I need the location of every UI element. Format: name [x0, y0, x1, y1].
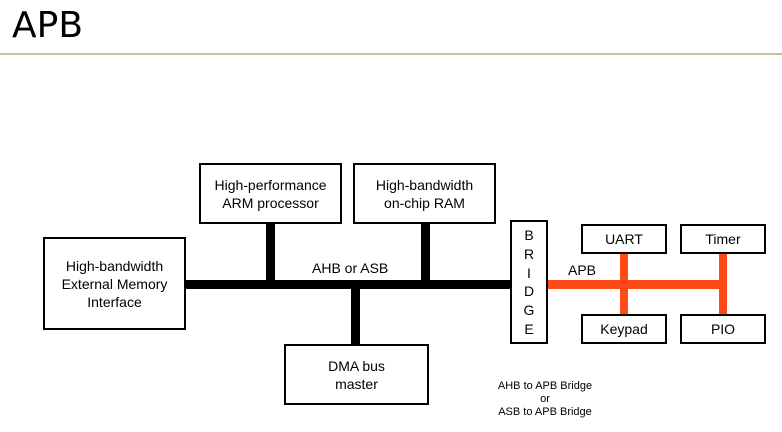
- bridge-letter: G: [523, 301, 535, 318]
- title-divider: [0, 53, 782, 55]
- ahb-bus-label: AHB or ASB: [312, 260, 389, 276]
- dma-connector: [351, 287, 360, 345]
- ahb-bus-line: [186, 280, 512, 289]
- bridge-letter: I: [527, 264, 531, 281]
- bridge-note: AHB to APB Bridge or ASB to APB Bridge: [497, 380, 593, 418]
- apb-bus-line: [546, 280, 726, 289]
- onchip-ram-box: High-bandwidth on-chip RAM: [353, 163, 496, 224]
- bridge-letter: R: [523, 245, 535, 262]
- bridge-letter: D: [523, 283, 535, 300]
- bridge-box: B R I D G E: [510, 220, 548, 344]
- timer-box: Timer: [680, 224, 766, 254]
- timer-pio-connector: [719, 252, 727, 314]
- bridge-letter: B: [524, 227, 534, 244]
- uart-keypad-connector: [620, 252, 628, 314]
- keypad-box: Keypad: [581, 314, 667, 344]
- dma-box: DMA bus master: [284, 344, 429, 405]
- apb-bus-label: APB: [568, 262, 597, 278]
- uart-box: UART: [581, 224, 667, 254]
- external-memory-box: High-bandwidth External Memory Interface: [43, 237, 186, 330]
- pio-box: PIO: [680, 314, 766, 344]
- onchip-ram-connector: [421, 224, 430, 282]
- arm-processor-connector: [266, 224, 275, 282]
- bridge-letter: E: [524, 320, 534, 337]
- arm-processor-box: High-performance ARM processor: [199, 163, 342, 224]
- slide-title: APB: [12, 5, 84, 46]
